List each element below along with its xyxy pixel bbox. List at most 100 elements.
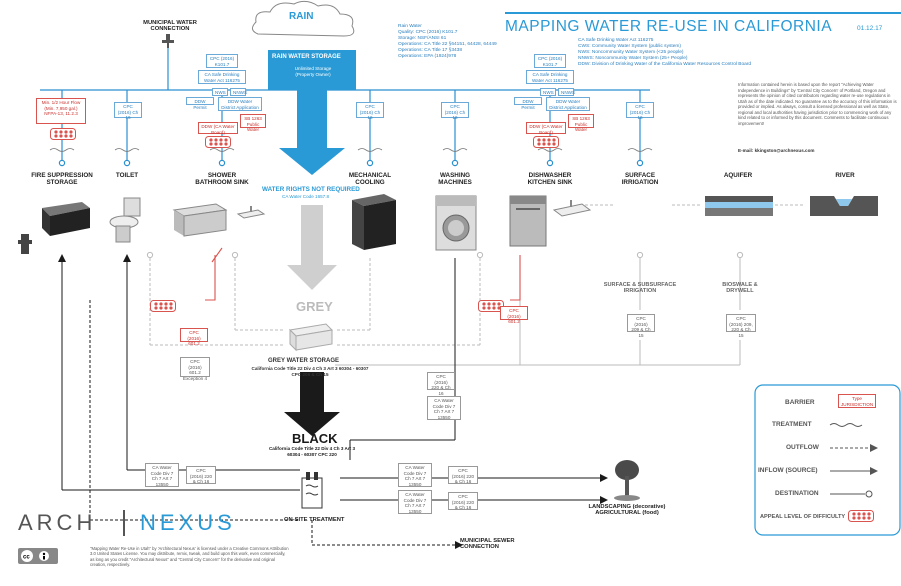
legend-barrier-box: Type JURISDICTION — [838, 394, 876, 408]
toilet-icon — [109, 197, 141, 243]
rain-code-item: Rain Water — [398, 24, 422, 29]
use-surface-irrigation: SURFACE IRRIGATION — [621, 172, 659, 186]
bathtub-icon — [172, 203, 228, 237]
legend-barrier: BARRIER — [785, 399, 815, 406]
rain-storage-sub: Unlimited Storage (Property Owner) — [294, 66, 332, 77]
aquifer-icon — [705, 196, 773, 216]
abbrev-item: DDW: Division of Drinking Water of the C… — [578, 61, 752, 67]
use-aquifer: AQUIFER — [723, 172, 753, 179]
code-box-bioswale: CPC (2016) 209, 220 & Ch 15 — [726, 314, 756, 338]
legend-appeal: APPEAL LEVEL OF DIFFICULTY — [760, 514, 846, 520]
title-rule — [505, 12, 901, 14]
rain-code-list: Rain Water Quality: CPC (2016) K101.7 St… — [398, 24, 497, 60]
legend-treatment: TREATMENT — [772, 421, 812, 428]
code-box-wash-220: CPC (2016) 220 & Ch 16 — [427, 372, 455, 396]
abbrev-item: CA Safe Drinking Water Act 116275 — [578, 38, 654, 43]
code-box-land-ca2: CA Water Code Div 7 Ch 7 Art 7 13550 — [398, 490, 432, 514]
page-title: MAPPING WATER RE-USE IN CALIFORNIA — [505, 18, 833, 35]
river-icon — [810, 196, 878, 216]
code-box-fire: Min. 1/2 Hour Flow (Min. 7,950 gal.) NFP… — [36, 98, 86, 124]
legend-inflow: INFLOW (SOURCE) — [758, 467, 818, 474]
rights-title: WATER RIGHTS NOT REQUIRED — [262, 186, 360, 193]
code-box-land-ca1: CA Water Code Div 7 Ch 7 Art 7 13550 — [398, 463, 432, 487]
use-mechanical-cooling: MECHANICAL COOLING — [348, 172, 392, 186]
appeal-badge — [205, 136, 231, 148]
code-box-dish-ddw-permit: DDW Permit — [514, 97, 542, 110]
cloud-icon — [252, 0, 355, 37]
appeal-badge — [50, 128, 76, 140]
code-box-grey-exception: CPC (2016) 601.2 Exception 4 — [180, 357, 210, 381]
code-box-black-cpc: CPC (2016) 220 & Ch 16 — [186, 466, 216, 484]
abbreviation-list: CA Safe Drinking Water Act 116275 CWS: C… — [578, 38, 751, 68]
rain-code-item: Operations: CA Title 17 §3438 — [398, 47, 462, 53]
rain-label: RAIN — [289, 11, 314, 22]
rain-storage-title: RAIN WATER STORAGE — [272, 54, 341, 60]
grey-title: GREY — [296, 299, 333, 314]
black-code: California Code Title 22 Div 4 Ch 3 Art … — [268, 446, 356, 457]
license-text: "Mapping Water Re-Use in Utah" by 'Archi… — [90, 546, 289, 568]
code-box-wash: CPC (2016) Ch 16 — [441, 102, 469, 120]
hydrant-icon — [18, 234, 32, 254]
code-box-nnws: NNWS — [230, 88, 247, 96]
grey-tank-icon — [288, 323, 334, 352]
contact-email: E-mail: kkingston@archnexus.com — [738, 148, 815, 153]
abbrev-item: NWS: Noncommunity Water System (<25 peop… — [578, 49, 684, 55]
kitchen-sink-icon — [552, 200, 592, 217]
creative-commons-icon: cc — [18, 548, 58, 564]
grey-storage-label: GREY WATER STORAGE — [268, 358, 340, 364]
appeal-badge — [848, 510, 874, 522]
page-date: 01.12.17 — [857, 25, 883, 32]
surface-subsurface-label: SURFACE & SUBSURFACE IRRIGATION — [603, 282, 677, 294]
use-dishwasher: DISHWASHER KITCHEN SINK — [527, 172, 573, 186]
use-washing-machines: WASHING MACHINES — [438, 172, 472, 186]
plant-icon — [614, 460, 640, 501]
code-box-land-cpc2: CPC (2016) 220 & Ch 16 — [448, 492, 478, 510]
abbrev-item: NNWS: Noncommunity Water System (25+ Peo… — [578, 55, 688, 61]
legend-destination: DESTINATION — [775, 490, 819, 497]
appeal-badge — [533, 136, 559, 148]
faucet-icon — [162, 34, 174, 48]
code-box-shower-cpc: CPC (2016) K101.7 — [206, 54, 238, 68]
onsite-treatment-label: ON-SITE TREATMENT — [284, 517, 345, 523]
sink-icon — [236, 206, 266, 219]
fire-storage-icon — [42, 202, 90, 236]
code-box-mech: CPC (2016) Ch 16 — [356, 102, 384, 120]
code-box-ca-water: CA Water Code Div 7 Ch 7 Art 7 13550 — [427, 396, 461, 420]
rain-code-item: Storage: NSF/ANSI 61 — [398, 35, 447, 41]
code-box-dish-sb1263: SB 1263 Public Water — [568, 114, 594, 132]
code-box-grey-601: CPC (2016) 601.2 — [180, 328, 208, 346]
brand-arch: ARCH — [18, 510, 97, 535]
appeal-badge — [150, 300, 176, 312]
code-box-land-cpc1: CPC (2016) 220 & Ch 16 — [448, 466, 478, 484]
svg-text:cc: cc — [23, 555, 30, 561]
use-river: RIVER — [835, 172, 855, 179]
code-box-ddw-permit: DDW Permit — [186, 97, 214, 110]
code-box-toilet: CPC (2016) Ch 16 — [114, 102, 142, 120]
code-box-dish-grey: CPC (2016) 601.2 — [500, 306, 528, 324]
code-box-dish-ca: CA Safe Drinking Water Act 116275 — [526, 70, 574, 84]
code-box-surface: CPC (2016) Ch 16 — [626, 102, 654, 120]
code-box-surface-sub: CPC (2016) 209 & Ch 15 — [627, 314, 655, 338]
bioswale-label: BIOSWALE & DRYWELL — [722, 282, 758, 294]
black-title: BLACK — [292, 431, 338, 446]
code-box-dish-nnws: NNWS — [558, 88, 575, 96]
municipal-water-label: MUNICIPAL WATER CONNECTION — [143, 20, 197, 32]
use-toilet: TOILET — [115, 172, 139, 179]
code-box-dish-nws: NWS — [540, 88, 556, 96]
use-shower: SHOWER BATHROOM SINK — [195, 172, 249, 186]
code-box-shower-ca: CA Safe Drinking Water Act 116275 — [198, 70, 246, 84]
treatment-unit-icon — [301, 472, 323, 509]
landscaping-label: LANDSCAPING (decorative) AGRICULTURAL (f… — [588, 504, 666, 516]
rain-code-item: Operations: EPA (1924)978 — [398, 53, 457, 59]
code-box-dish-ddw-app: DDW Water District Application — [546, 97, 590, 111]
disclaimer-text: Information contained herein is based up… — [738, 82, 897, 127]
code-box-dish-ddw-board: DDW (CA Water Board) — [526, 122, 566, 135]
code-box-dish-cpc: CPC (2016) K101.7 — [534, 54, 566, 68]
rain-storage-block — [268, 50, 356, 90]
code-box-sb1263: SB 1263 Public Water — [240, 114, 266, 132]
rights-sub: CA Water Code 1657.8 — [282, 194, 330, 199]
cooling-unit-icon — [352, 194, 396, 250]
rain-code-item: Operations: CA Title 22 §64151, 64428, 6… — [398, 41, 497, 47]
